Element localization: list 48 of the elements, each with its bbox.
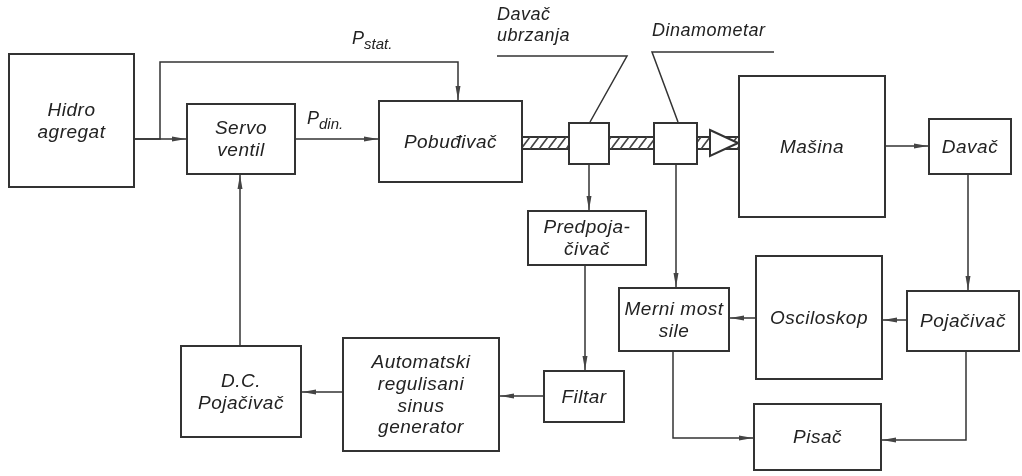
process-box [738, 75, 886, 218]
process-box [753, 403, 882, 471]
process-box [543, 370, 625, 423]
arrow [582, 265, 588, 371]
arrow [672, 351, 754, 441]
process-box [527, 210, 647, 266]
shaft-connector [523, 136, 568, 150]
arrow [295, 136, 379, 142]
block-label: Hidro agregat [36, 98, 107, 143]
block-label: Merni most sile [624, 297, 724, 342]
arrow [134, 61, 461, 140]
process-box [618, 287, 730, 352]
arrow [965, 174, 971, 291]
process-box [755, 255, 883, 380]
arrow [237, 174, 243, 346]
block-label: Automatski regulisani sinus generator [370, 350, 472, 439]
arrow [673, 164, 679, 288]
arrow [882, 317, 907, 323]
arrow [729, 315, 756, 321]
callout-label: Dinamometar [652, 20, 766, 41]
block-label: Filtar [561, 385, 607, 408]
block-label: Pisač [793, 426, 842, 448]
block-label: Davač [941, 135, 999, 158]
block-label: Osciloskop [770, 306, 868, 329]
process-box [186, 103, 296, 175]
block-label: Pobuđivač [403, 130, 498, 153]
arrow [586, 164, 592, 211]
callout-label: Davač ubrzanja [497, 4, 572, 46]
leader-line [496, 55, 629, 123]
sensor-box [653, 122, 698, 165]
process-box [906, 290, 1020, 352]
arrow [881, 351, 967, 443]
shaft-connector [698, 129, 739, 157]
block-label: Servo ventil [213, 117, 269, 161]
process-box [180, 345, 302, 438]
block-label: Pojačivač [920, 310, 1006, 332]
process-box [342, 337, 500, 452]
process-box [378, 100, 523, 183]
block-label: Mašina [779, 135, 845, 158]
block-label: D.C. Pojačivač [197, 369, 285, 414]
arrow [301, 389, 343, 395]
process-box [8, 53, 135, 188]
leader-line [650, 51, 775, 123]
process-box [928, 118, 1012, 175]
arrow [885, 143, 929, 149]
sensor-box [568, 122, 610, 165]
block-label: Predpoja- čivač [542, 216, 632, 260]
arrow [499, 393, 544, 399]
